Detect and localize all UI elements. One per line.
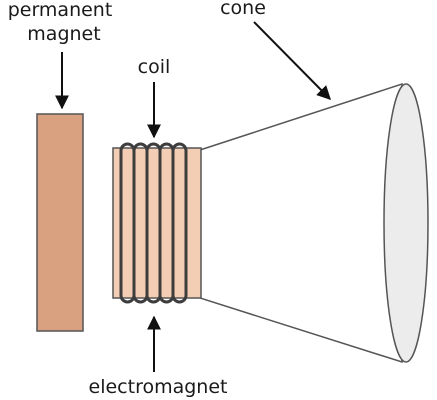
cone-mouth bbox=[383, 83, 429, 363]
cone-body bbox=[199, 82, 403, 364]
cone-label: cone bbox=[220, 0, 266, 19]
cone-arrow bbox=[253, 21, 331, 100]
electromagnet-core bbox=[112, 147, 202, 299]
coil-label: coil bbox=[138, 56, 171, 78]
coil-windings bbox=[119, 142, 188, 304]
permanent-magnet-label-line2: magnet bbox=[27, 23, 100, 45]
coil-loop bbox=[171, 142, 188, 304]
permanent-magnet-label-line1: permanent bbox=[8, 0, 113, 21]
electromagnet-label: electromagnet bbox=[89, 376, 228, 398]
permanent-magnet bbox=[36, 113, 84, 332]
